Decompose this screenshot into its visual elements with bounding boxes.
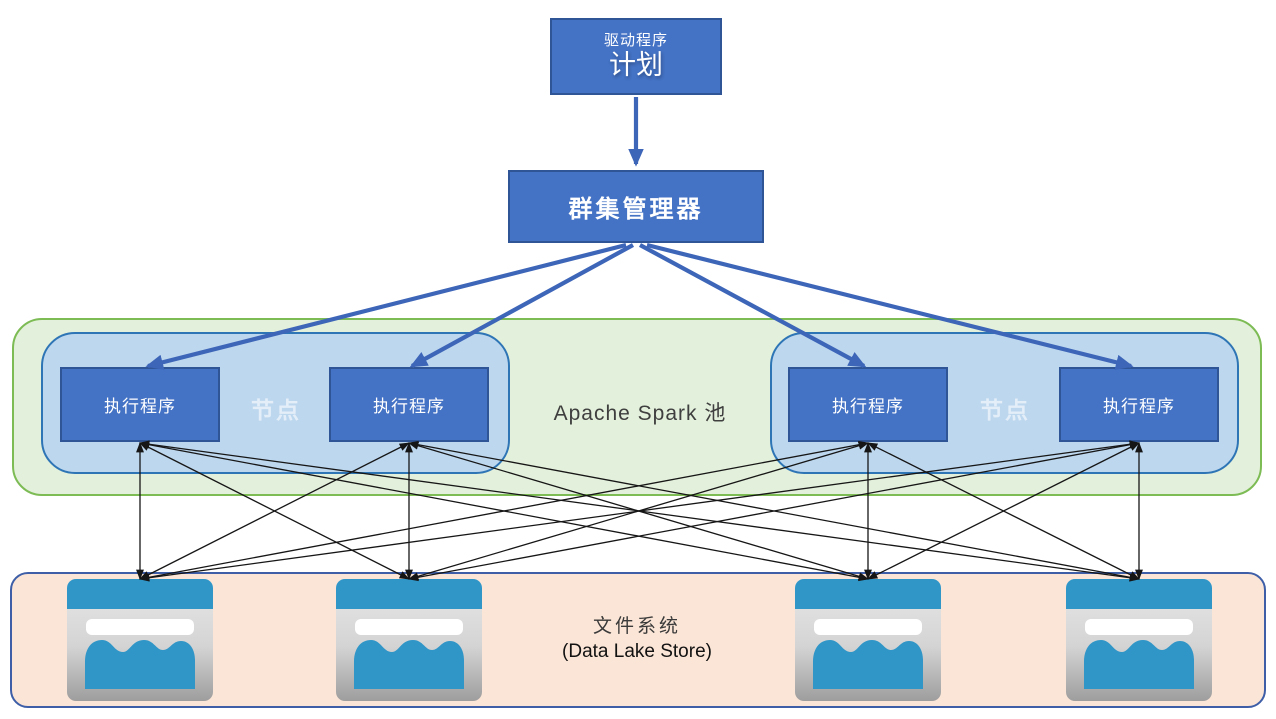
executor-label: 执行程序: [104, 397, 176, 416]
executor-label: 执行程序: [1103, 397, 1175, 416]
data-lake-store-icon: [336, 579, 482, 701]
plan-label: 计划: [609, 50, 663, 81]
driver-program-box: 驱动程序 计划: [550, 18, 722, 95]
file-system-label: 文件系统: [592, 616, 682, 637]
cluster-manager-box: 群集管理器: [508, 170, 764, 243]
node-label: 节点: [980, 397, 1030, 423]
file-system-container: [10, 572, 1266, 708]
driver-program-label: 驱动程序: [603, 31, 668, 49]
executor-box: 执行程序: [329, 367, 489, 442]
executor-box: 执行程序: [60, 367, 220, 442]
executor-box: 执行程序: [788, 367, 948, 442]
spark-pool-label: Apache Spark 池: [553, 402, 727, 425]
data-lake-store-icon: [67, 579, 213, 701]
data-lake-store-label: (Data Lake Store): [562, 641, 712, 662]
data-lake-store-icon: [1066, 579, 1212, 701]
data-lake-store-icon: [795, 579, 941, 701]
node-label: 节点: [251, 397, 301, 423]
cluster-manager-label: 群集管理器: [568, 196, 704, 223]
executor-label: 执行程序: [373, 397, 445, 416]
executor-box: 执行程序: [1059, 367, 1219, 442]
executor-label: 执行程序: [832, 397, 904, 416]
